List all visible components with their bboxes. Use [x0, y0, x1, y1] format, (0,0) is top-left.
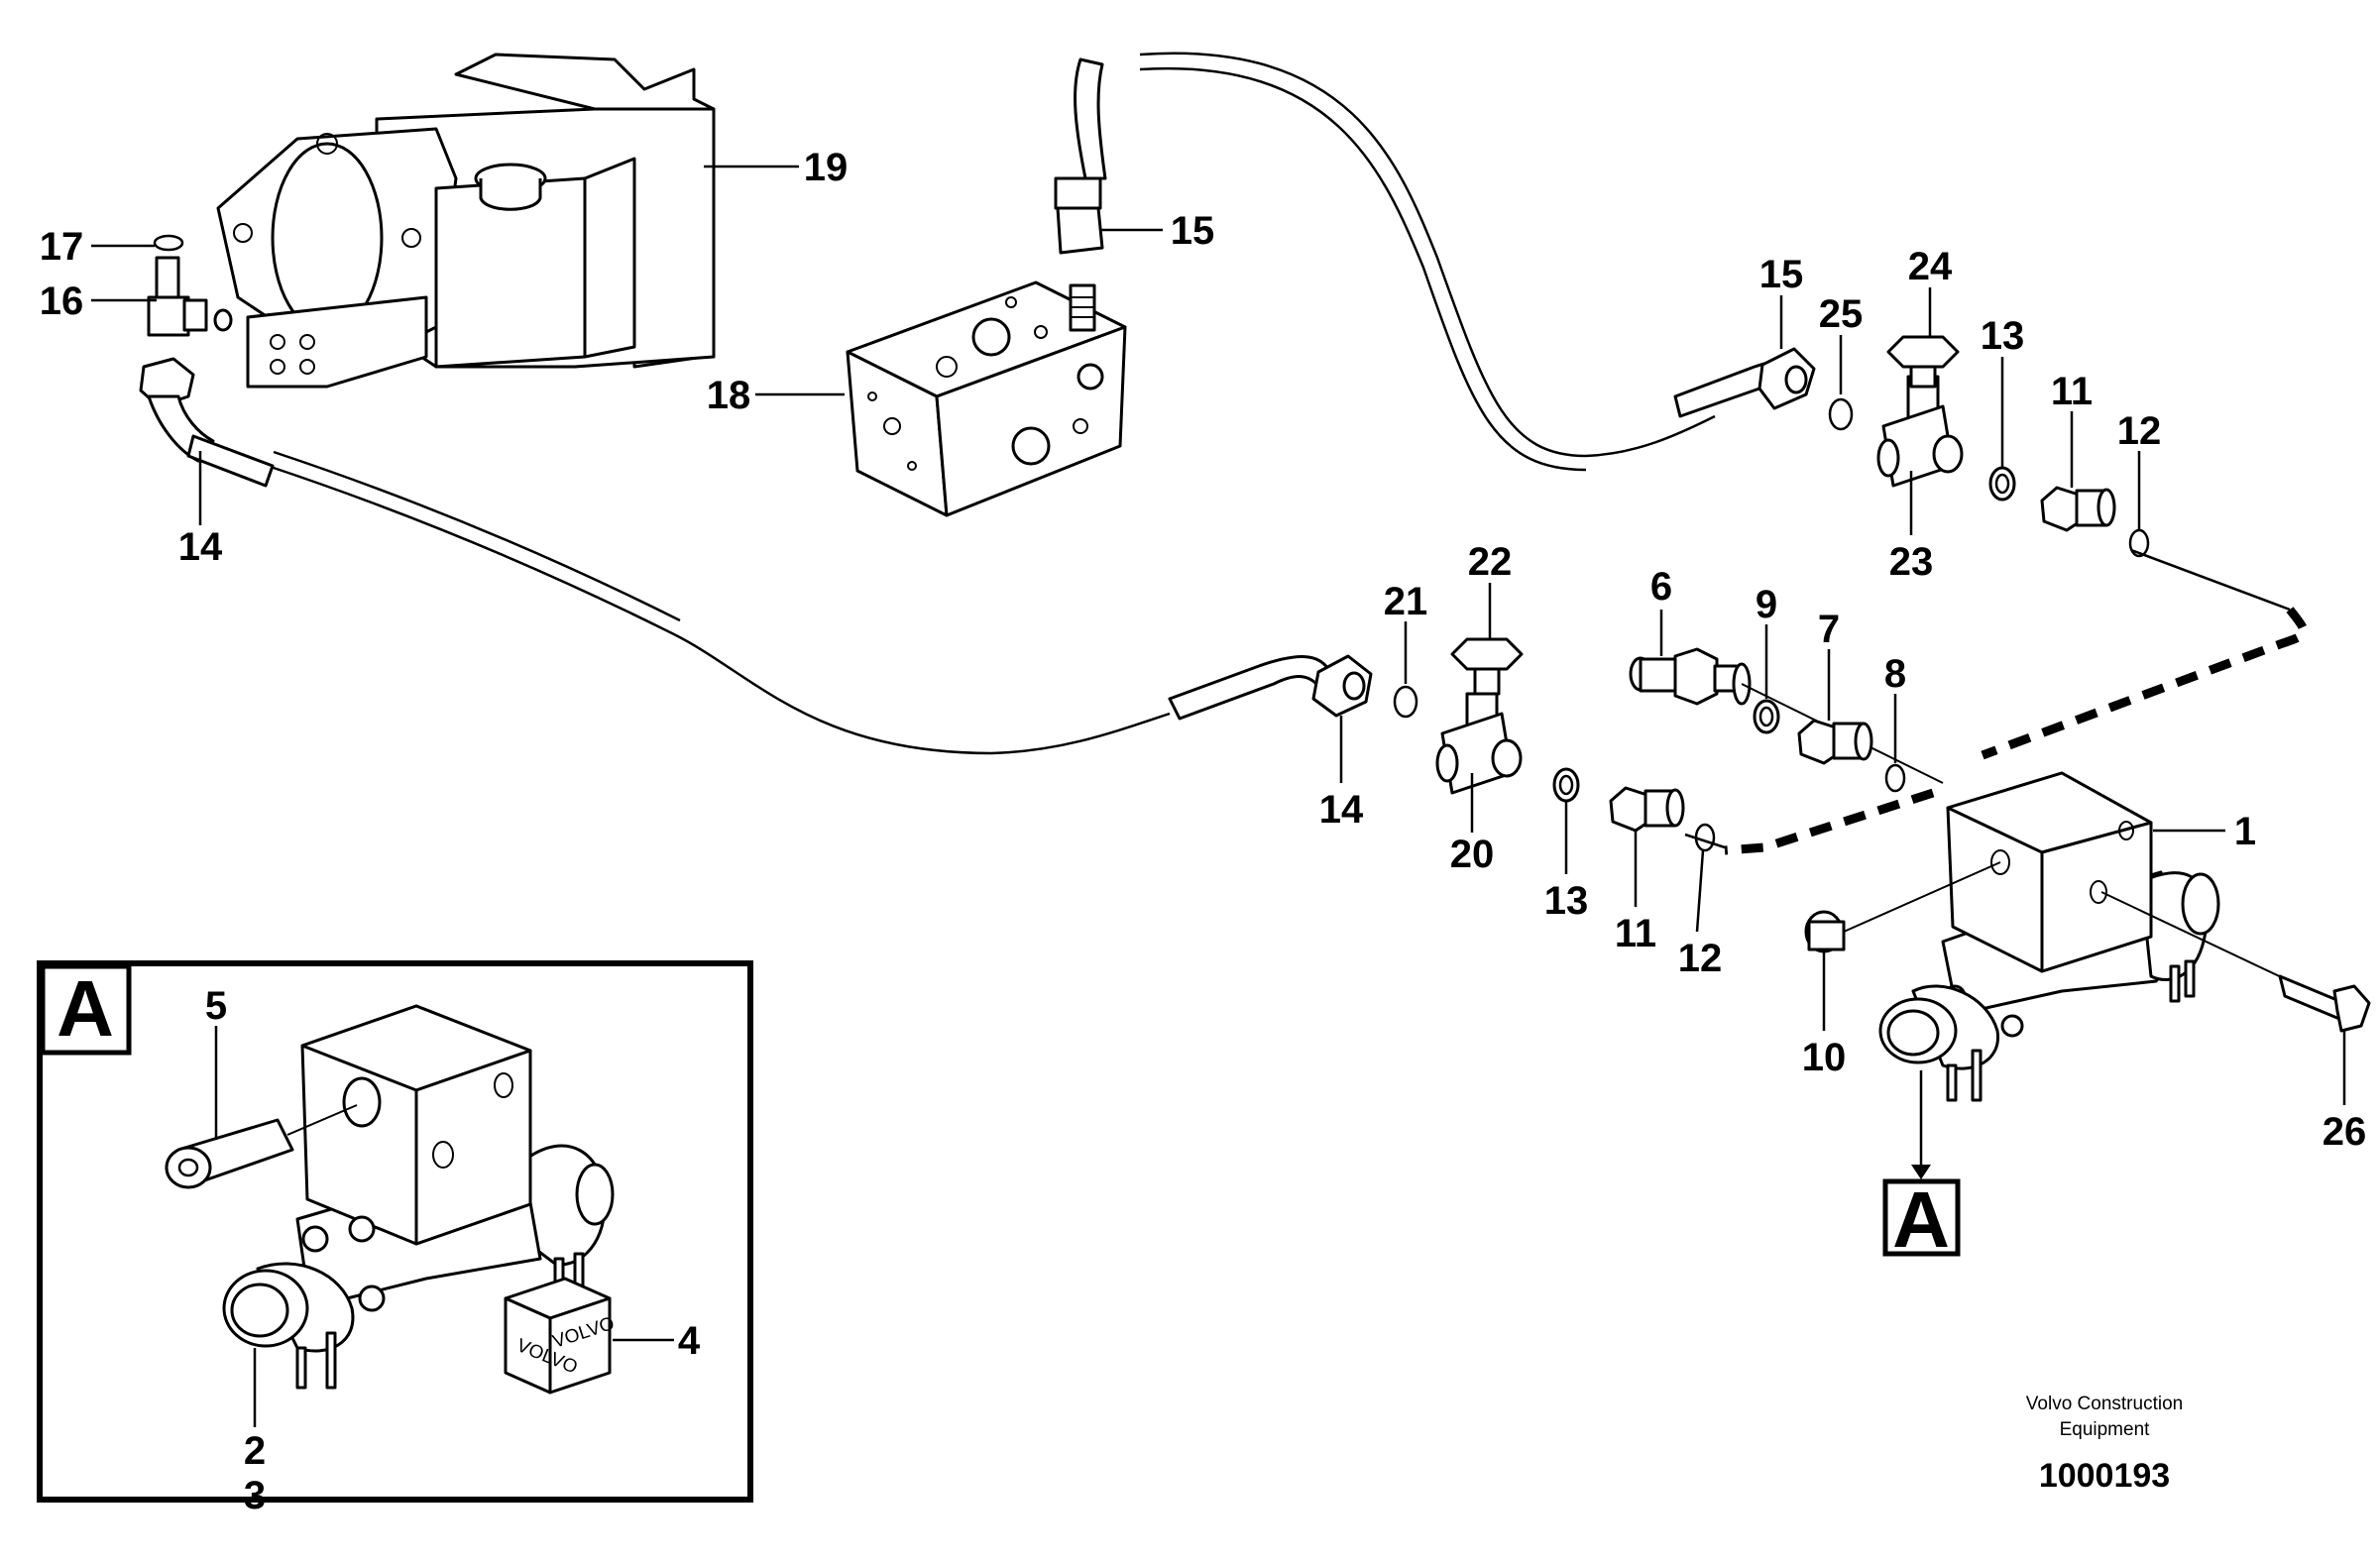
callout-11-top: 11	[2051, 370, 2093, 413]
callout-15-top: 15	[1171, 209, 1215, 253]
routing-line-lower	[1724, 788, 1935, 855]
hose-fitting-15-top	[1054, 57, 1107, 255]
routing-line-upper	[1981, 607, 2309, 760]
o-ring-17	[153, 234, 184, 252]
callout-14-left: 14	[178, 525, 223, 569]
callout-12-top: 12	[2117, 409, 2162, 453]
pump-19	[216, 53, 716, 389]
callout-24: 24	[1908, 245, 1953, 288]
callout-2: 2	[244, 1429, 266, 1473]
bolt-26	[2100, 891, 2371, 1033]
detail-pin-5	[165, 1104, 358, 1189]
detail-view-a-label: A	[57, 964, 114, 1053]
manifold-block-18	[846, 280, 1127, 517]
callout-13-mid: 13	[1544, 879, 1589, 923]
routing-line-12a	[2130, 548, 2291, 612]
tee-fitting-20	[1435, 692, 1523, 795]
hose-15-loop	[1139, 52, 1716, 472]
callout-18: 18	[707, 374, 751, 417]
callout-22: 22	[1468, 540, 1513, 584]
nipple-7	[1797, 719, 1873, 765]
o-ring-8	[1884, 763, 1906, 793]
callout-6: 6	[1650, 565, 1672, 609]
callout-10: 10	[1802, 1036, 1847, 1079]
o-ring-25	[1828, 397, 1854, 431]
callout-20: 20	[1450, 833, 1495, 876]
callout-4: 4	[678, 1319, 701, 1363]
hose-14-long	[267, 450, 1171, 755]
callout-17: 17	[40, 225, 84, 269]
plug-24	[1886, 335, 1960, 389]
tee-fitting-23	[1876, 375, 1964, 488]
kit-box-4: VOLVO VOLVO	[504, 1277, 617, 1395]
callout-15-right: 15	[1759, 253, 1804, 296]
solenoid-valve-1	[1878, 771, 2220, 1102]
leader-12-mid	[1695, 849, 1705, 933]
callout-13-top: 13	[1981, 314, 2025, 358]
reference-label-a: A	[1892, 1175, 1950, 1264]
callout-26: 26	[2323, 1110, 2367, 1154]
tee-fitting-16	[147, 256, 233, 337]
reference-box-a	[1882, 1178, 1961, 1257]
callout-25: 25	[1819, 292, 1864, 336]
hose-elbow-14-left	[139, 357, 275, 488]
routing-line-12b	[1684, 833, 1726, 849]
callout-14-right: 14	[1319, 788, 1364, 832]
hose-elbow-14-right	[1168, 654, 1373, 721]
o-ring-12-mid	[1694, 823, 1716, 852]
callout-3: 3	[244, 1474, 266, 1517]
callout-1: 1	[2234, 810, 2256, 853]
footer-company-line1: Volvo Construction	[2026, 1394, 2183, 1414]
callout-9: 9	[1756, 583, 1777, 626]
hose-elbow-15-right	[1673, 347, 1816, 418]
callout-7: 7	[1818, 608, 1840, 651]
callout-5: 5	[205, 984, 227, 1028]
nipple-11-top	[2040, 486, 2116, 532]
callout-21: 21	[1384, 580, 1428, 623]
callout-12-mid: 12	[1678, 937, 1723, 980]
document-number: 1000193	[2039, 1457, 2170, 1495]
detail-view-a-tag	[40, 963, 132, 1056]
connector-6	[1629, 647, 1944, 784]
o-ring-21	[1393, 685, 1418, 719]
callout-19: 19	[804, 146, 849, 189]
reference-arrow-head	[1911, 1165, 1931, 1179]
nipple-11-mid	[1609, 786, 1685, 833]
callout-23: 23	[1889, 540, 1934, 584]
callout-16: 16	[40, 279, 84, 323]
detail-valve-assembly	[222, 1004, 615, 1390]
callout-11-mid: 11	[1615, 912, 1656, 955]
callout-8: 8	[1884, 652, 1906, 696]
footer-company-line2: Equipment	[2060, 1419, 2151, 1440]
plug-22	[1450, 637, 1524, 696]
